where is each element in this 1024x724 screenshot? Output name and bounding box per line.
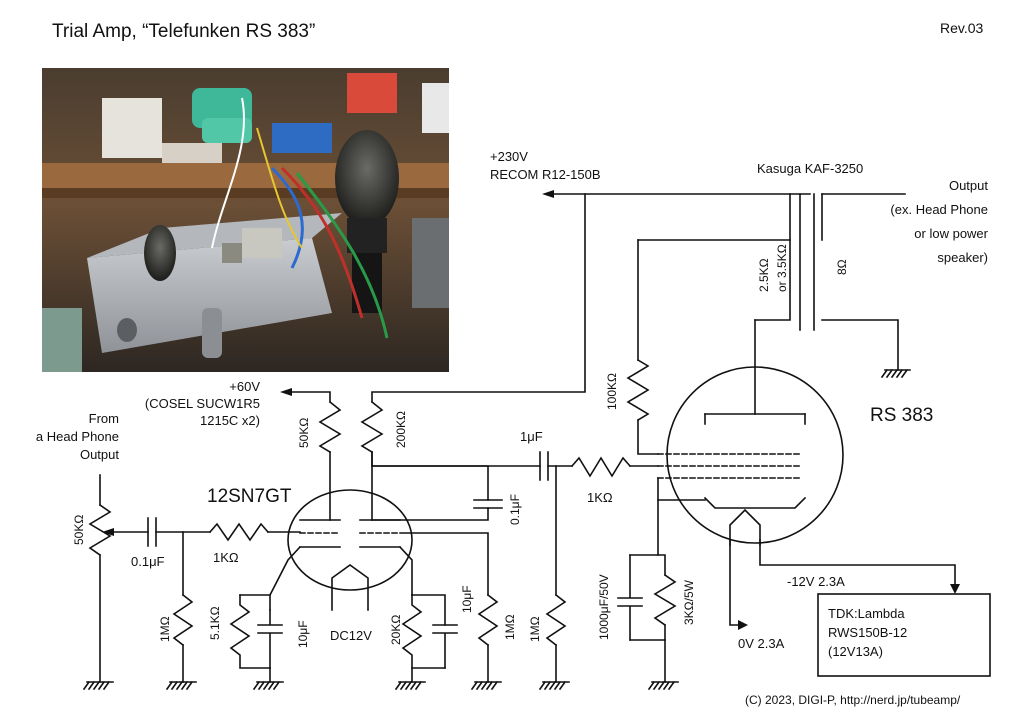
output-line3: or low power	[914, 226, 988, 241]
psu-line3: (12V13A)	[828, 644, 883, 659]
supply-60-model: (COSEL SUCW1R5	[144, 396, 260, 411]
psu-line1: TDK:Lambda	[828, 606, 905, 621]
input-line1: From	[88, 411, 119, 426]
input-cap-label: 0.1μF	[131, 554, 165, 569]
psu-line2: RWS150B-12	[828, 625, 908, 640]
power-tube-label: RS 383	[870, 405, 934, 426]
input-grid-r-label: 1KΩ	[213, 550, 239, 565]
supply-60-model2: 1215C x2)	[200, 413, 260, 428]
input-line3: Output	[79, 447, 119, 462]
driver-tube-label: 12SN7GT	[207, 486, 292, 507]
copyright-label: (C) 2023, DIGI-P, http://nerd.jp/tubeamp…	[745, 693, 961, 707]
page-title: Trial Amp, “Telefunken RS 383”	[52, 21, 316, 42]
supply-230-voltage: +230V	[490, 149, 528, 164]
grid-stop-label: 1KΩ	[587, 490, 613, 505]
output-line2: (ex. Head Phone	[890, 202, 988, 217]
heater-label: DC12V	[330, 628, 372, 643]
output-line4: speaker)	[937, 250, 988, 265]
supply-60-voltage: +60V	[229, 379, 260, 394]
neg-rail-label: -12V 2.3A	[787, 574, 845, 589]
input-line2: a Head Phone	[35, 429, 119, 444]
amp-photo	[42, 68, 449, 372]
revision-label: Rev.03	[940, 20, 984, 36]
supply-230-model: RECOM R12-150B	[490, 167, 601, 182]
transformer-name: Kasuga KAF-3250	[757, 161, 864, 176]
coupling-cap-label: 1μF	[520, 429, 543, 444]
output-line1: Output	[948, 178, 988, 193]
zero-rail-label: 0V 2.3A	[738, 636, 785, 651]
